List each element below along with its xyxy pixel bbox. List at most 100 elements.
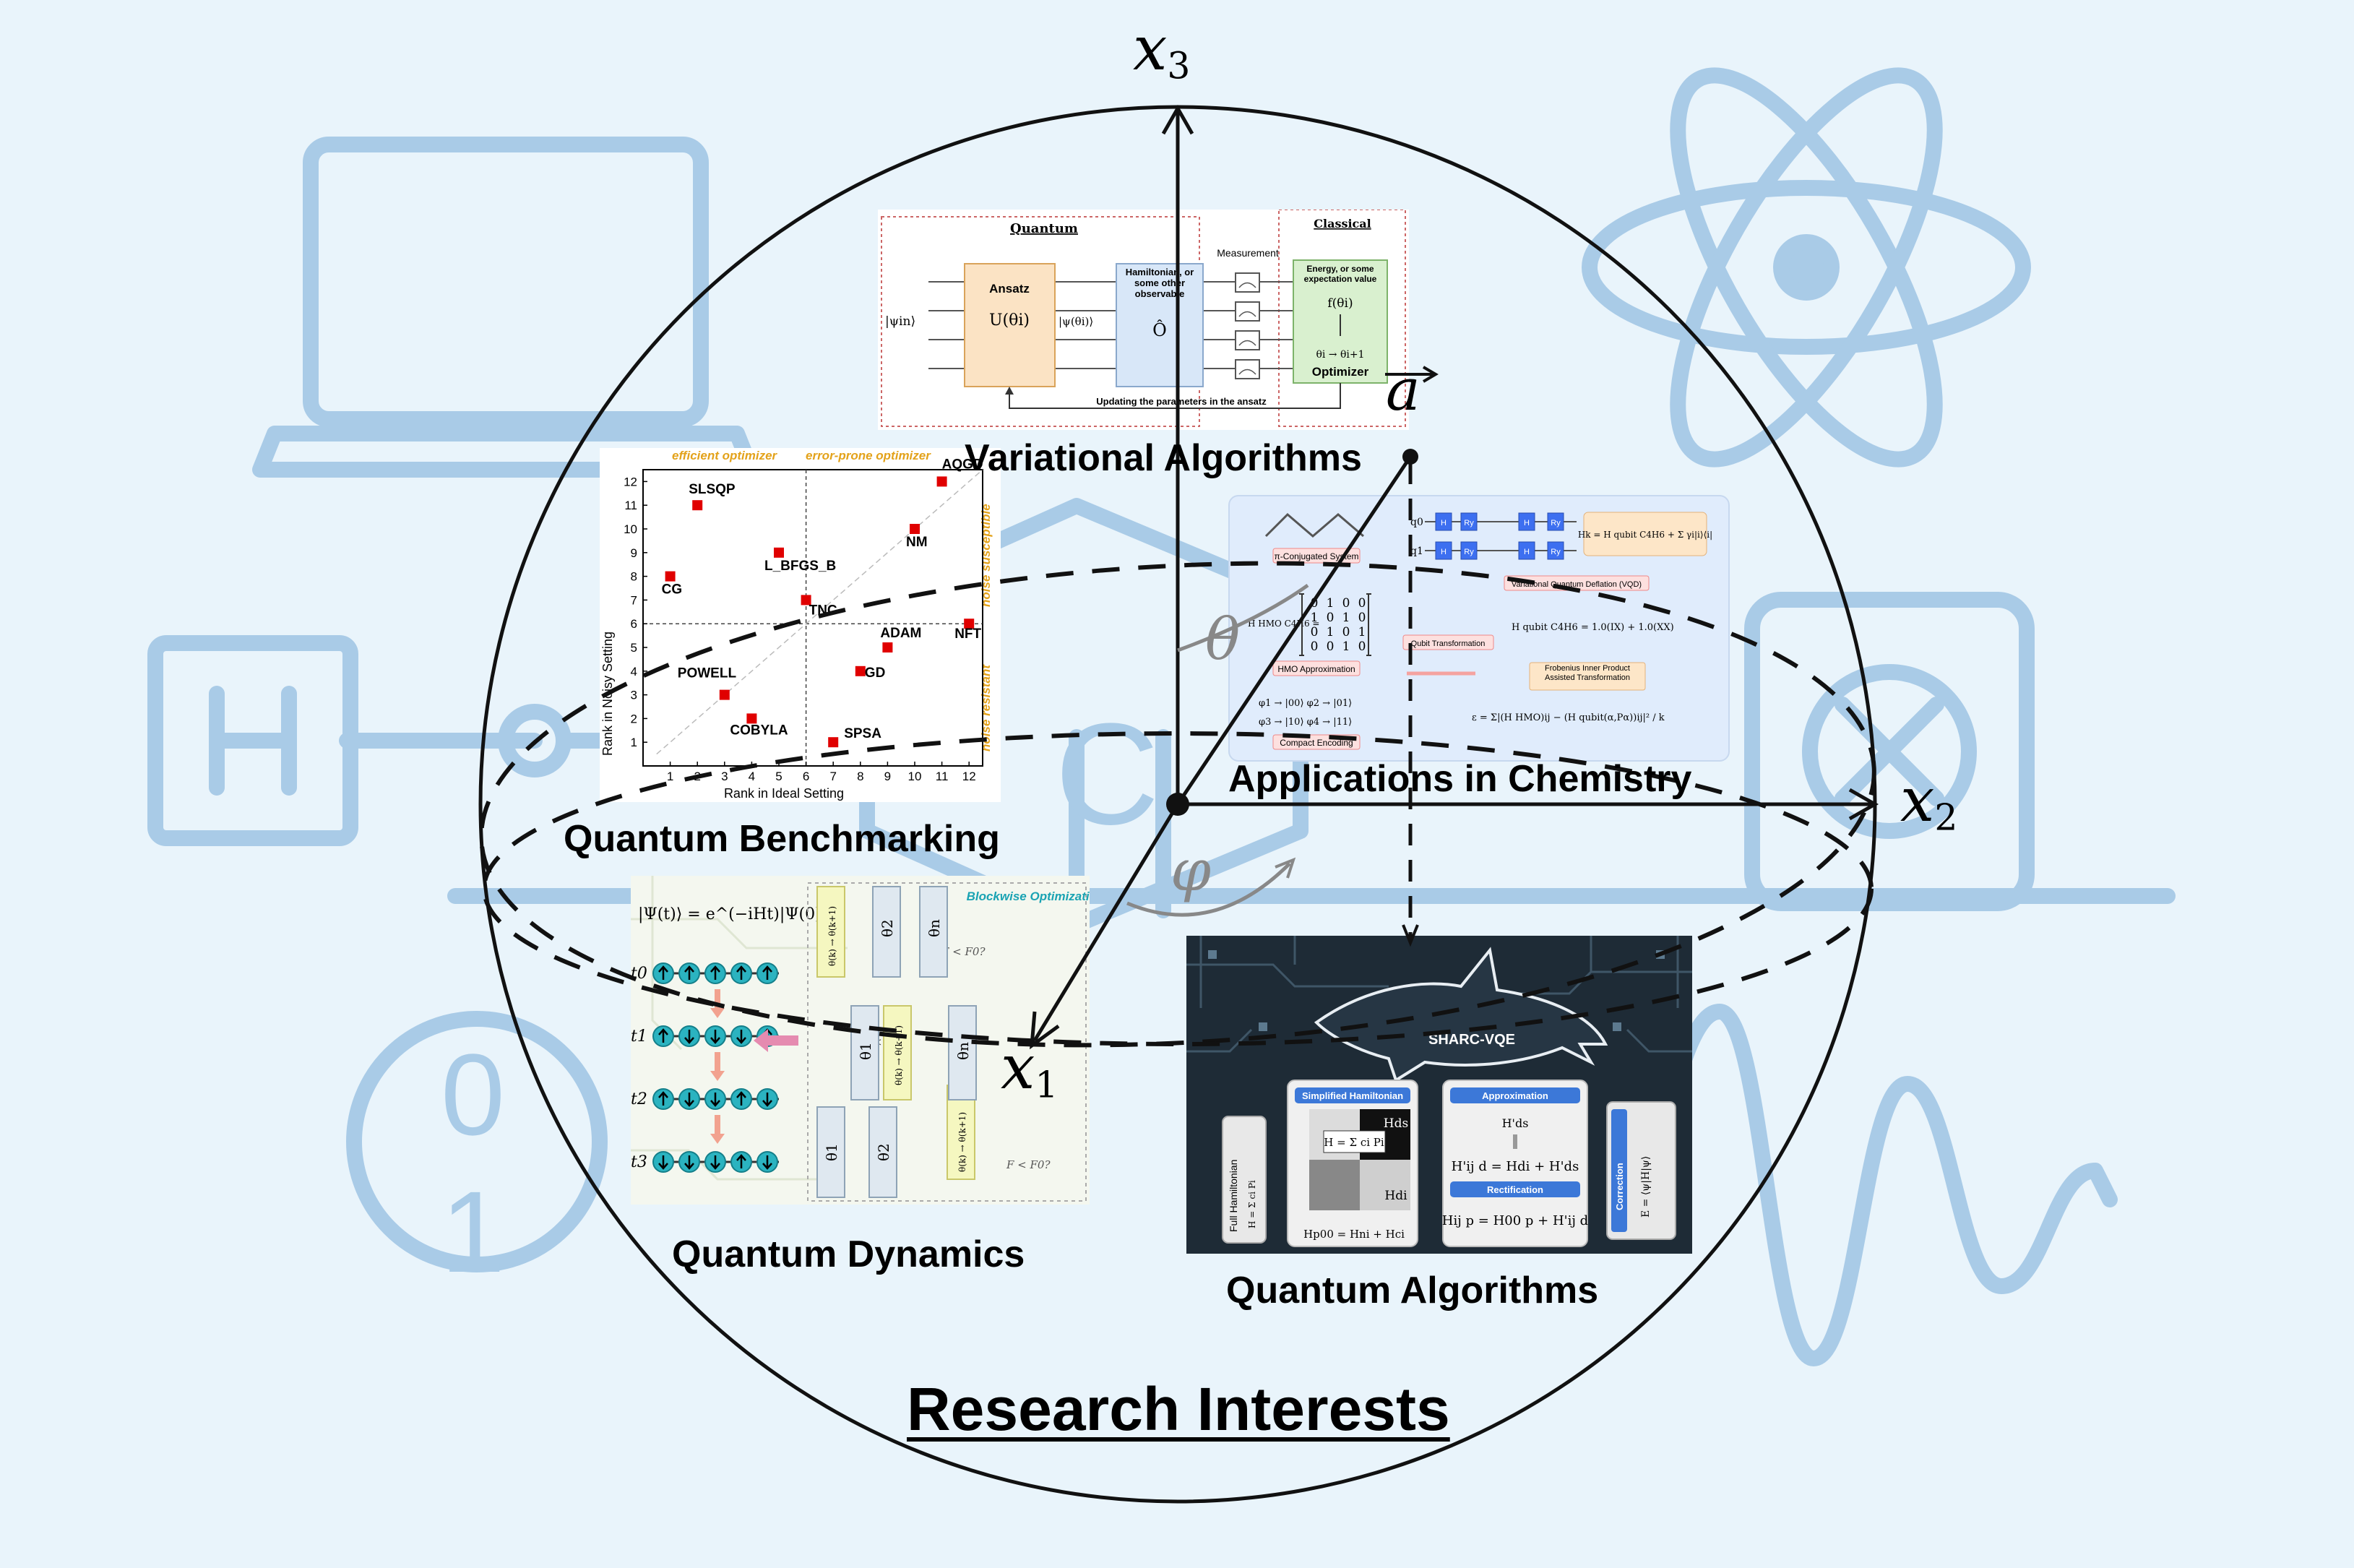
sharc-corr-label: Correction (1614, 1163, 1625, 1210)
x2-label: x2 (1900, 764, 1958, 839)
dyn-blockwise-label: Blockwise Optimization (967, 889, 1090, 903)
vqa-ansatz-op: U(θi) (989, 311, 1030, 329)
sharc-full-eq: H = Σ ci Pi (1247, 1180, 1257, 1228)
chem-matrix-cell: 0 (1311, 639, 1319, 654)
bench-ytick-label: 8 (631, 570, 637, 584)
vqa-classical-label: Classical (1314, 217, 1371, 231)
heading-applications-in-chemistry: Applications in Chemistry (1228, 758, 1692, 800)
bench-point (692, 500, 703, 511)
bench-xlabel: Rank in Ideal Setting (724, 786, 844, 801)
chem-matrix-cell: 0 (1358, 596, 1366, 611)
bench-ytick-label: 12 (624, 475, 637, 488)
bench-point-label: POWELL (678, 666, 737, 681)
bench-xtick-label: 2 (694, 770, 700, 783)
chem-matrix-cell: 0 (1311, 596, 1319, 611)
measure-gate-icon (1744, 592, 2035, 911)
vqa-panel: Quantum Classical Measurement Ansatz U(θ… (878, 210, 1409, 430)
bench-point-label: CG (662, 582, 683, 598)
chem-matrix-cell: 1 (1327, 596, 1335, 611)
chem-matrix-cell: 0 (1311, 625, 1319, 639)
sharc-hdi: Hdi (1384, 1189, 1407, 1203)
bench-ytick-label: 10 (624, 522, 637, 536)
benchmark-chart: efficient optimizer error-prone optimize… (600, 449, 993, 801)
chem-q1: q1 (1410, 546, 1423, 557)
chem-hmo-label: HMO Approximation (1277, 664, 1355, 674)
dyn-fid-3: F < F0? (1006, 1158, 1051, 1171)
phi-label: φ (1170, 837, 1212, 904)
chem-matrix-cell: 1 (1327, 625, 1335, 639)
chem-gate-ry: Ry (1551, 519, 1561, 527)
x3-label: x3 (1133, 13, 1191, 87)
bg-digit-1: 1 (441, 1167, 505, 1296)
heading-variational-algorithms: Variational Algorithms (965, 437, 1362, 479)
atom-icon (1582, 67, 2031, 468)
sharc-hp-eq: Hij p = H00 p + H'ij d (1442, 1213, 1588, 1228)
vqa-quantum-label: Quantum (1010, 221, 1078, 236)
dyn-theta1-mid: θ1 (857, 1042, 874, 1060)
bench-point (882, 642, 893, 652)
vqa-update: θi → θi+1 (1316, 349, 1364, 361)
vqa-energy-label: Energy, or some expectation value (1303, 264, 1377, 284)
sharc-full-label: Full Hamiltonian (1228, 1160, 1239, 1232)
bench-xtick-label: 6 (803, 770, 809, 783)
sharc-diagram: SHARC-VQE Full Hamiltonian H = Σ ci Pi S… (1186, 936, 1692, 1247)
chem-matrix-cell: 0 (1327, 611, 1335, 625)
chem-matrix-cell: 1 (1342, 611, 1350, 625)
chem-matrix-cell: 0 (1358, 639, 1366, 654)
dyn-thetak-2: θ(k) → θ(k+1) (894, 1025, 904, 1085)
dyn-thetak-3: θ(k) → θ(k+1) (957, 1112, 967, 1172)
vqa-optimizer-label: Optimizer (1312, 365, 1369, 379)
bench-top-left-label: efficient optimizer (672, 449, 778, 462)
theta-label: θ (1205, 606, 1241, 673)
butadiene-molecule (1264, 512, 1364, 538)
bench-right-bottom-label: noise resistant (979, 664, 993, 751)
vqa-ansatz-label: Ansatz (989, 282, 1030, 296)
chem-map-1: φ1 → |00⟩ φ2 → |01⟩ (1259, 698, 1352, 709)
chem-q0: q0 (1410, 517, 1423, 528)
hadamard-gate-icon (147, 635, 358, 846)
bench-point-label: NFT (954, 626, 981, 642)
dyn-theta1-bot: θ1 (823, 1143, 840, 1161)
chem-gate-h: H (1441, 548, 1447, 556)
chem-matrix-cell: 0 (1342, 625, 1350, 639)
bench-point-label: SLSQP (689, 482, 736, 497)
dyn-thetan-mid: θn (954, 1042, 972, 1060)
bench-ytick-label: 6 (631, 617, 637, 631)
bench-xtick-label: 11 (936, 770, 949, 783)
bench-point (936, 476, 947, 487)
bench-point-label: TNC (809, 603, 837, 618)
bench-point-label: GD (865, 665, 886, 681)
heading-quantum-benchmarking: Quantum Benchmarking (564, 818, 1000, 860)
bench-xtick-label: 5 (775, 770, 782, 783)
sharc-rect-label: Rectification (1487, 1184, 1543, 1195)
bench-point (665, 571, 676, 582)
bench-point (774, 547, 784, 558)
page-title: Research Interests (907, 1375, 1450, 1443)
bench-xtick-label: 1 (667, 770, 673, 783)
bench-xtick-label: 7 (829, 770, 836, 783)
sharc-corr-eq: E = ⟨ψ|H|ψ⟩ (1640, 1156, 1652, 1218)
chem-vqd-label: Variational Quantum Deflation (VQD) (1512, 580, 1642, 589)
shark-logo (1314, 947, 1608, 1083)
wave-icon (1618, 1004, 2118, 1366)
sharc-approx-label: Approximation (1482, 1090, 1548, 1101)
chem-hmo-eq: H HMO C4H6 = (1248, 619, 1319, 629)
chem-hk-eq: Hk = H qubit C4H6 + Σ γi|i⟩⟨i| (1578, 530, 1712, 540)
bench-top-right-label: error-prone optimizer (806, 449, 931, 462)
chem-matrix-cell: 1 (1342, 639, 1350, 654)
sharc-hd-eq: H'ij d = Hdi + H'ds (1452, 1159, 1579, 1174)
dyn-thetan-top: θn (926, 919, 943, 937)
bench-point (746, 713, 757, 724)
bench-xtick-label: 12 (962, 770, 976, 783)
bench-ytick-label: 2 (631, 712, 637, 725)
bench-point-label: L_BFGS_B (764, 559, 836, 574)
heading-quantum-dynamics: Quantum Dynamics (672, 1233, 1025, 1275)
bg-letter-c: C (1055, 694, 1159, 855)
bench-xtick-label: 4 (749, 770, 755, 783)
vqa-psi-theta: |ψ(θi)⟩ (1059, 315, 1093, 328)
sharc-simplified-label: Simplified Hamiltonian (1302, 1090, 1403, 1101)
sharc-simp-eq: H = Σ ci Pi (1324, 1136, 1384, 1149)
bench-ytick-label: 4 (631, 665, 637, 679)
dyn-time-label: t1 (631, 1028, 647, 1046)
